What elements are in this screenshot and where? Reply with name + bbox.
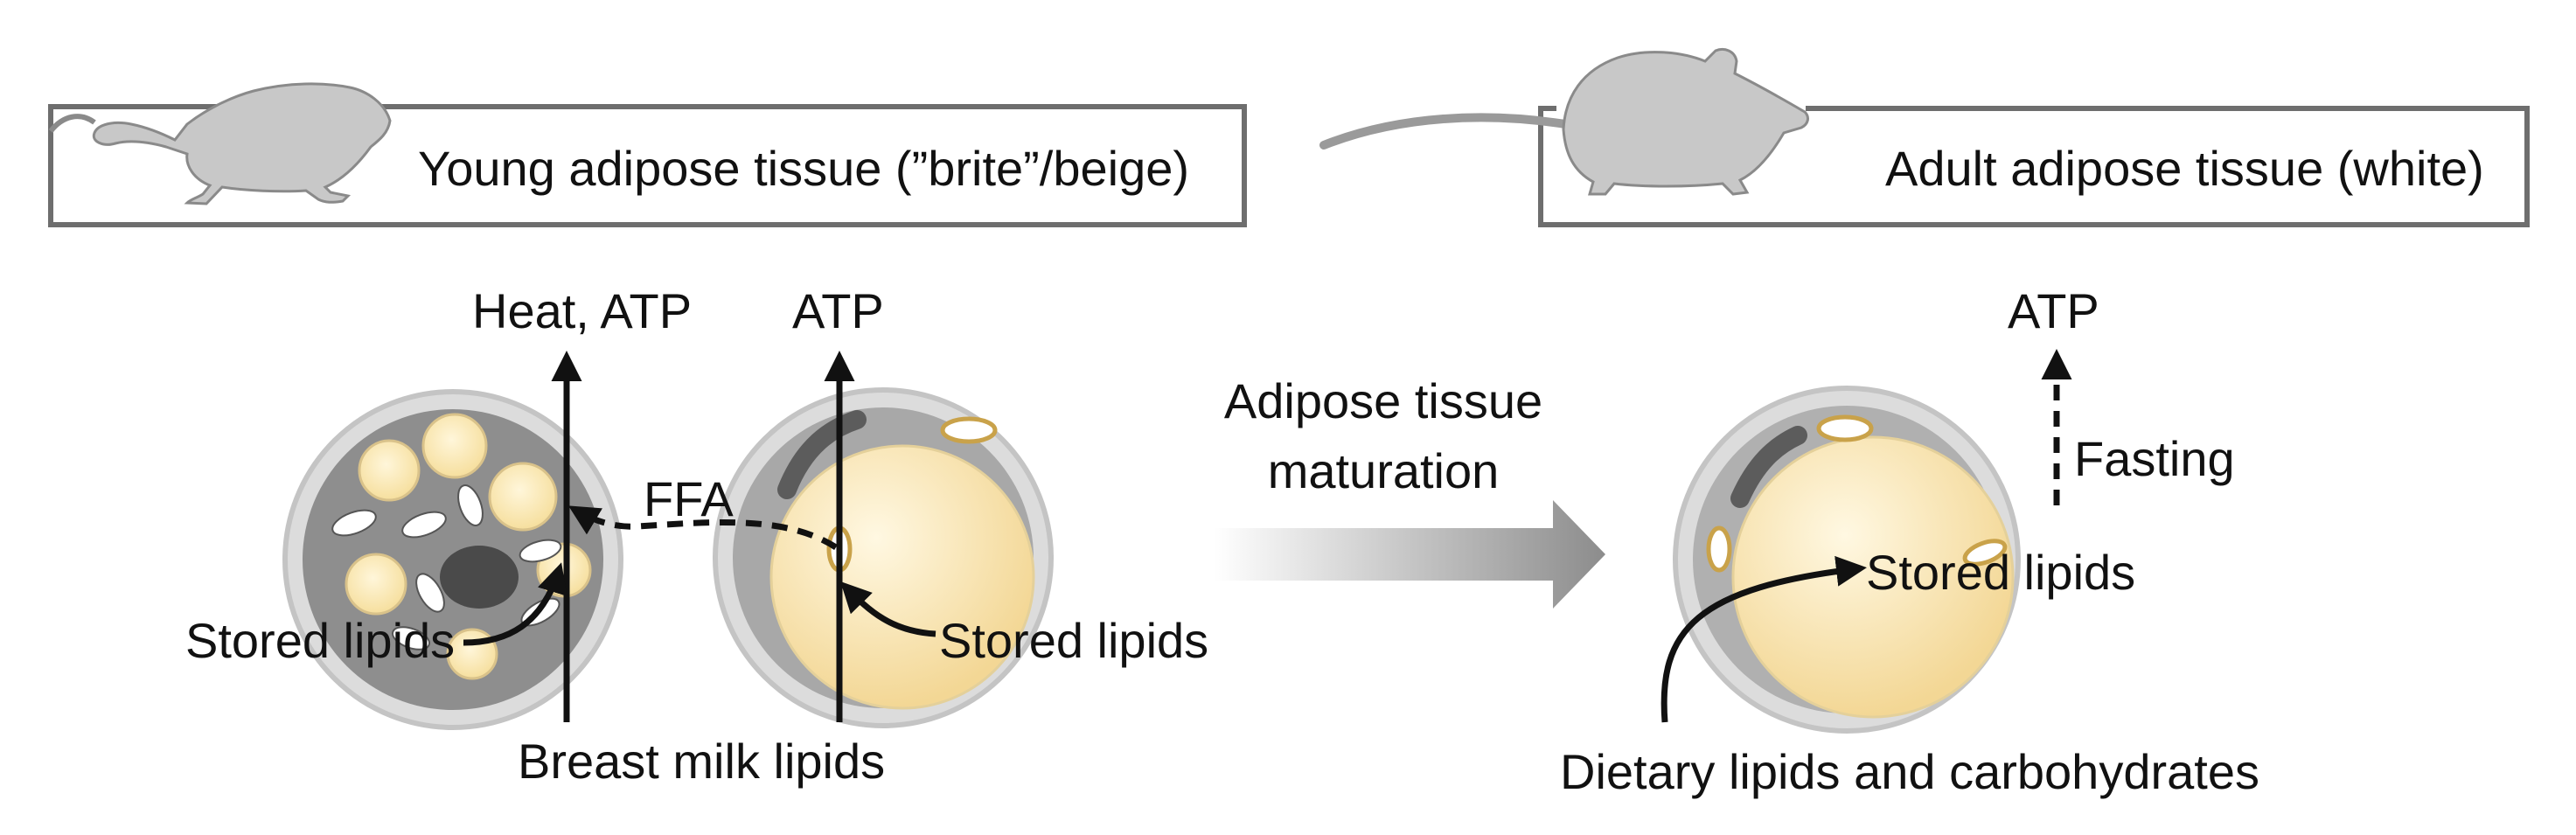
ffa-label: FFA <box>644 471 734 526</box>
nucleus-icon <box>440 546 519 609</box>
dietary-label: Dietary lipids and carbohydrates <box>1560 744 2259 799</box>
young-panel-title: Young adipose tissue (”brite”/beige) <box>418 141 1189 196</box>
atp-young-label: ATP <box>792 283 884 338</box>
adult-panel-frame <box>1538 106 2530 227</box>
stored-lipids-arrow-white <box>840 581 936 637</box>
brite-adipocyte <box>282 389 623 730</box>
atp-adult-label: ATP <box>2008 283 2099 338</box>
stored-lipids-arrow-brown <box>463 562 567 646</box>
maturation-arrow <box>1214 500 1605 609</box>
stored-lipids-adult-label: Stored lipids <box>1866 545 2135 600</box>
maturation-label-line2: maturation <box>1268 443 1500 498</box>
fasting-label: Fasting <box>2074 431 2235 486</box>
young-panel-header: Young adipose tissue (”brite”/beige) <box>48 82 1247 227</box>
dietary-arrow <box>1660 555 1867 723</box>
maturation-label-line1: Adipose tissue <box>1224 373 1542 428</box>
mitochondrion-icon <box>940 416 998 444</box>
heat-atp-label: Heat, ATP <box>472 283 692 338</box>
pup-mouse-icon <box>48 82 392 205</box>
adult-panel-header: Adult adipose tissue (white) <box>1319 48 2530 227</box>
young-arrows <box>463 351 936 722</box>
adult-mouse-icon <box>1319 48 1809 196</box>
adult-arrows <box>1660 349 2072 723</box>
young-white-adipocyte <box>713 387 1054 728</box>
ffa-arrow <box>567 505 838 550</box>
breast-milk-label: Breast milk lipids <box>518 734 885 789</box>
stored-lipids-brown-label: Stored lipids <box>185 613 455 668</box>
young-panel-frame <box>48 104 1247 227</box>
stored-lipids-white-label: Stored lipids <box>939 613 1208 668</box>
adult-panel-title: Adult adipose tissue (white) <box>1885 141 2484 196</box>
